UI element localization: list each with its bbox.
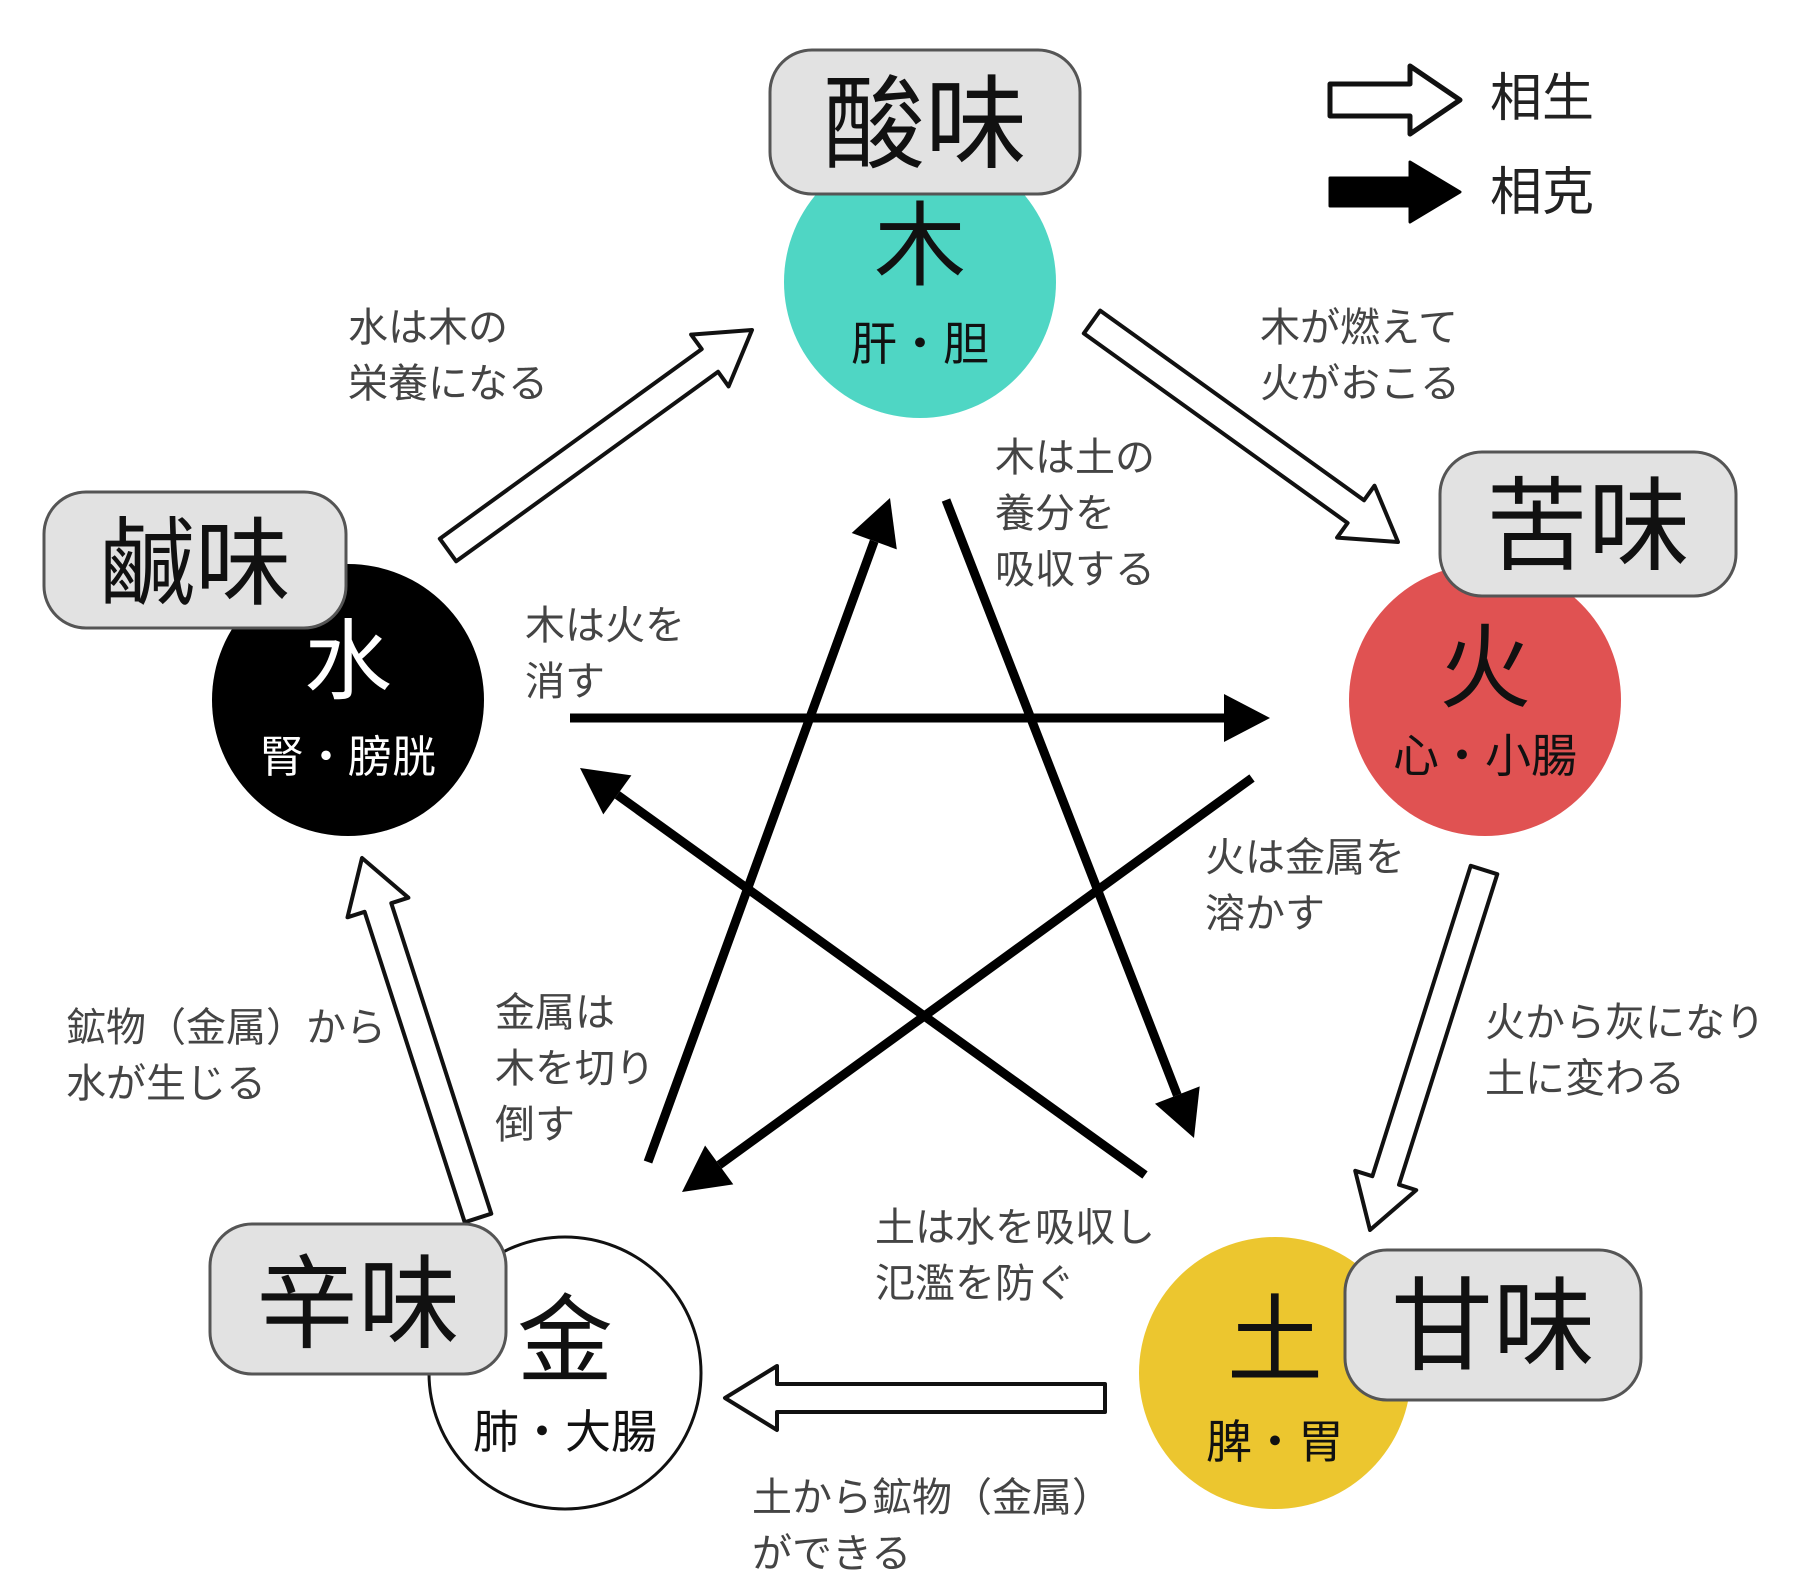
element-metal: 金 肺・大腸 辛味 — [208, 1222, 703, 1511]
caption-wood-earth: 木は土の 養分を 吸収する — [995, 435, 1155, 593]
element-water-name: 水 — [304, 610, 392, 713]
taste-metal: 辛味 — [256, 1246, 460, 1365]
caption-earth-water: 土は水を吸収し 氾濫を防ぐ — [875, 1205, 1155, 1307]
generating-arrows — [345, 308, 1500, 1432]
caption-water-wood: 水は木の 栄養になる — [348, 305, 548, 407]
taste-fire: 苦味 — [1486, 468, 1690, 587]
arrow-wood-to-earth-head — [1155, 1086, 1200, 1138]
arrow-earth-to-metal — [723, 1364, 1107, 1432]
taste-pill-wood — [768, 48, 1082, 196]
element-wood: 木 肝・胆 酸味 — [768, 48, 1082, 418]
taste-earth: 甘味 — [1391, 1268, 1595, 1387]
legend-generating-label: 相生 — [1490, 69, 1594, 129]
arrow-wood-to-fire — [1081, 308, 1400, 544]
element-fire-name: 火 — [1439, 615, 1531, 722]
taste-pill-earth — [1343, 1248, 1643, 1402]
element-wood-name: 木 — [874, 193, 966, 300]
arrow-earth-to-water — [580, 768, 1148, 1179]
arrow-wood-to-earth-shaft — [941, 498, 1182, 1097]
arrow-metal-to-water — [345, 856, 494, 1225]
legend: 相生 相克 — [1327, 63, 1594, 224]
element-metal-organs: 肺・大腸 — [473, 1405, 657, 1459]
controlling-arrows — [570, 498, 1270, 1192]
element-water-circle — [212, 564, 484, 836]
element-wood-circle — [784, 146, 1056, 418]
element-earth-organs: 脾・胃 — [1206, 1415, 1344, 1469]
element-fire-organs: 心・小腸 — [1393, 729, 1577, 783]
arrow-metal-to-wood-shaft — [643, 539, 879, 1164]
arrow-water-to-fire — [570, 694, 1270, 742]
element-earth-name: 土 — [1227, 1285, 1323, 1397]
taste-water: 鹹味 — [99, 508, 291, 620]
arrow-earth-to-water-head — [580, 768, 632, 815]
arrow-fire-to-metal-shaft — [716, 774, 1255, 1169]
arrow-fire-to-metal-head — [682, 1145, 734, 1192]
caption-fire-earth: 火から灰になり 土に変わる — [1485, 1000, 1765, 1102]
element-earth: 土 脾・胃 甘味 — [1139, 1237, 1643, 1509]
taste-pill-water — [42, 490, 348, 630]
caption-metal-water: 鉱物（金属）から 水が生じる — [66, 1005, 386, 1107]
arrow-fire-to-earth — [1353, 863, 1500, 1232]
arrow-water-to-wood — [437, 328, 754, 564]
taste-pill-metal — [208, 1222, 508, 1376]
element-fire-circle — [1349, 564, 1621, 836]
caption-earth-metal: 土から鉱物（金属） ができる — [752, 1475, 1112, 1577]
arrow-metal-to-wood-head — [851, 498, 897, 550]
legend-controlling-arrow — [1328, 160, 1462, 224]
caption-wood-fire: 木が燃えて 火がおこる — [1260, 305, 1460, 407]
caption-water-fire: 木は火を 消す — [525, 603, 685, 705]
element-metal-name: 金 — [517, 1285, 613, 1397]
arrow-earth-to-water-shaft — [614, 791, 1148, 1179]
legend-controlling-label: 相克 — [1490, 163, 1594, 223]
caption-fire-metal: 火は金属を 溶かす — [1205, 835, 1405, 937]
element-wood-organs: 肝・胆 — [851, 317, 989, 371]
element-earth-circle — [1139, 1237, 1411, 1509]
arrow-water-to-fire-head — [1224, 694, 1270, 742]
arrow-wood-to-earth — [941, 498, 1200, 1138]
arrow-fire-to-metal — [682, 774, 1255, 1192]
caption-metal-wood: 金属は 木を切り 倒す — [495, 990, 655, 1148]
element-water: 水 腎・膀胱 鹹味 — [42, 490, 484, 836]
arrow-metal-to-wood — [643, 498, 897, 1164]
legend-generating-arrow — [1327, 63, 1463, 137]
taste-pill-fire — [1438, 450, 1738, 598]
taste-wood: 酸味 — [823, 66, 1027, 185]
element-water-organs: 腎・膀胱 — [260, 732, 436, 783]
element-fire: 火 心・小腸 苦味 — [1349, 450, 1738, 836]
